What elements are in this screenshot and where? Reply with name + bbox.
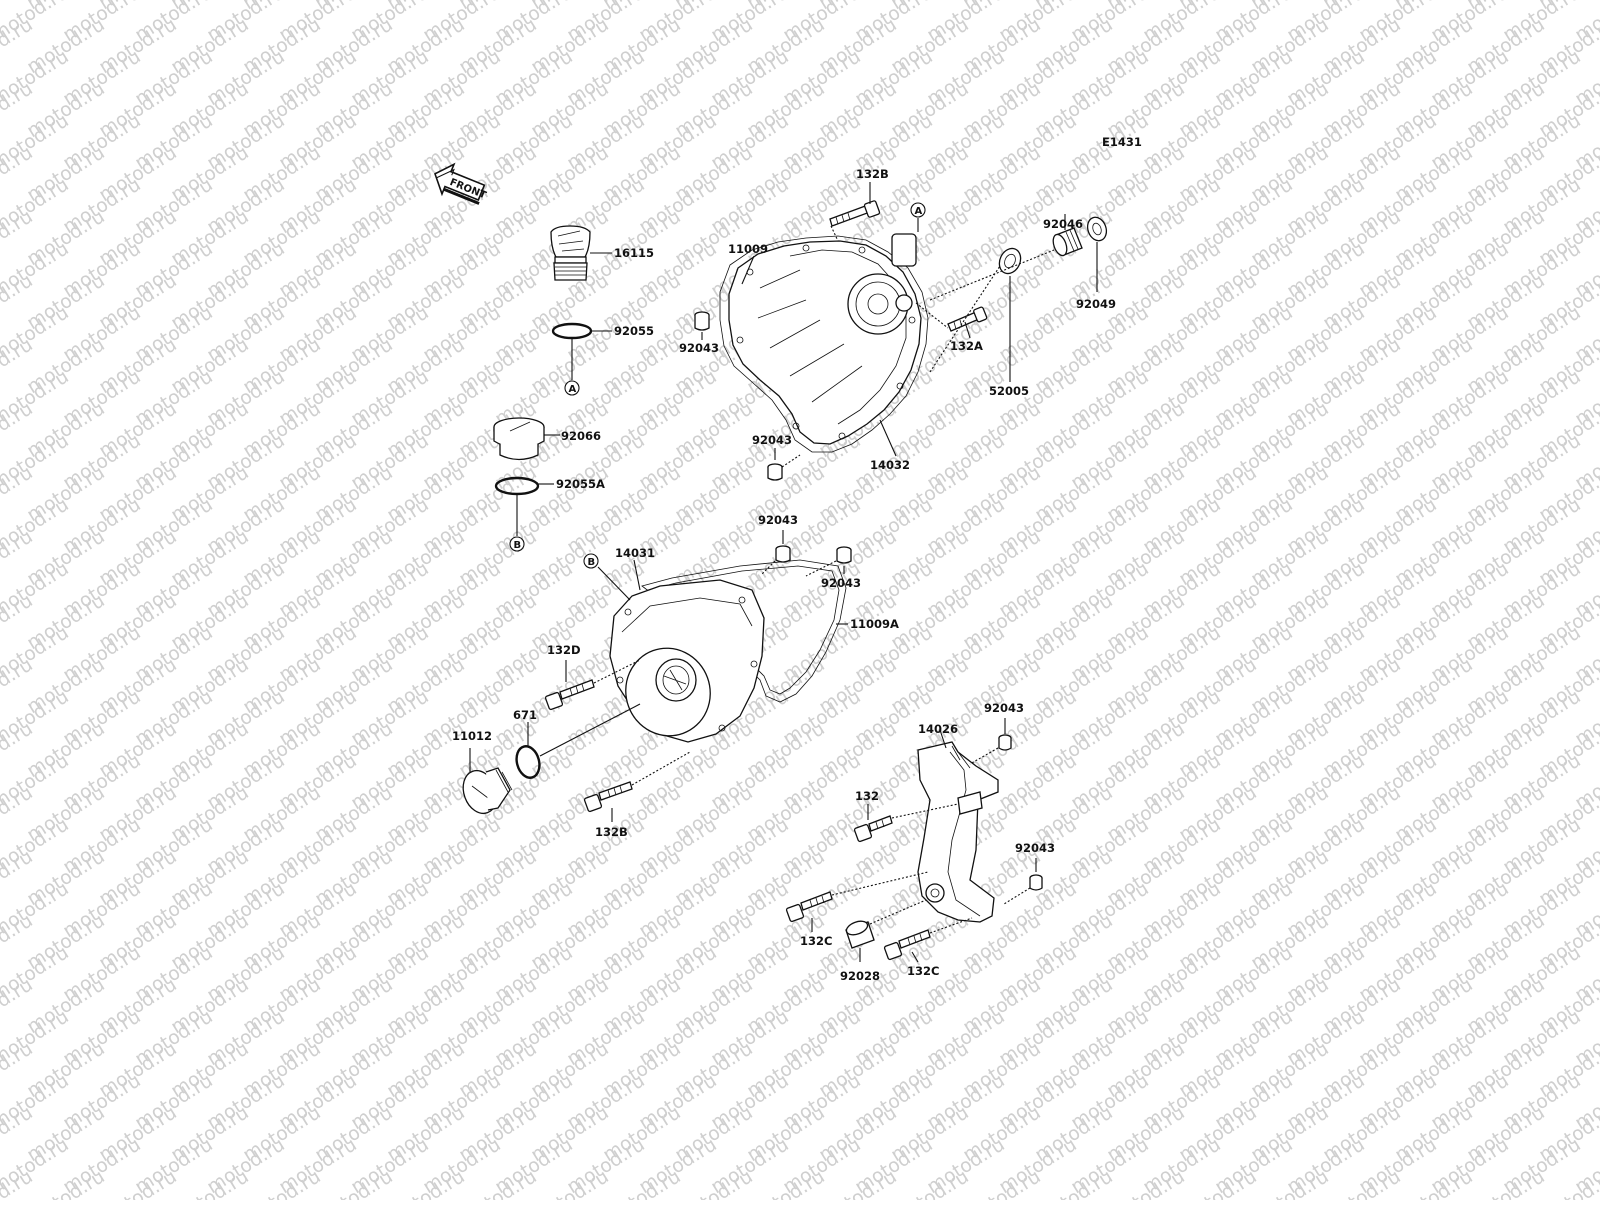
label-92043-c: 92043 — [758, 513, 798, 527]
part-16115-oil-filler-cap — [550, 225, 591, 281]
ref-b-marker-left: B — [509, 536, 525, 552]
label-92055A: 92055A — [556, 477, 605, 491]
svg-text:A: A — [569, 384, 577, 395]
label-92066: 92066 — [561, 429, 601, 443]
label-92055: 92055 — [614, 324, 654, 338]
label-11012: 11012 — [452, 729, 492, 743]
label-671: 671 — [513, 708, 537, 722]
label-92043-f: 92043 — [1015, 841, 1055, 855]
label-14032: 14032 — [870, 458, 910, 472]
label-132D: 132D — [547, 643, 581, 657]
label-92028: 92028 — [840, 969, 880, 983]
diagram-code: E1431 — [1102, 135, 1142, 149]
label-132C-a: 132C — [800, 934, 832, 948]
label-11009: 11009 — [728, 242, 768, 256]
label-92043-b: 92043 — [752, 433, 792, 447]
label-11009A: 11009A — [850, 617, 899, 631]
part-92043-dowel-e — [998, 734, 1012, 751]
part-92043-dowel-a — [694, 311, 710, 331]
label-14026: 14026 — [918, 722, 958, 736]
ref-b-marker-cover: B — [583, 553, 599, 569]
part-92066-plug — [493, 417, 545, 461]
svg-text:B: B — [588, 557, 596, 568]
label-132A: 132A — [950, 339, 983, 353]
ref-a-marker-left: A — [564, 380, 580, 396]
label-92043-e: 92043 — [984, 701, 1024, 715]
label-92046: 92046 — [1043, 217, 1083, 231]
ref-a-marker-cover: A — [910, 202, 926, 218]
label-92049: 92049 — [1076, 297, 1116, 311]
label-16115: 16115 — [614, 246, 654, 260]
label-132: 132 — [855, 789, 879, 803]
part-92043-dowel-b — [767, 463, 783, 481]
label-132B-top: 132B — [856, 167, 889, 181]
svg-text:B: B — [514, 540, 522, 551]
label-52005: 52005 — [989, 384, 1029, 398]
part-92043-dowel-d — [836, 546, 852, 564]
part-92043-dowel-c — [775, 545, 791, 563]
label-92043-a: 92043 — [679, 341, 719, 355]
part-92043-dowel-f — [1029, 874, 1043, 891]
label-92043-d: 92043 — [821, 576, 861, 590]
label-132B-bottom: 132B — [595, 825, 628, 839]
svg-text:A: A — [915, 206, 923, 217]
label-14031: 14031 — [615, 546, 655, 560]
label-132C-b: 132C — [907, 964, 939, 978]
